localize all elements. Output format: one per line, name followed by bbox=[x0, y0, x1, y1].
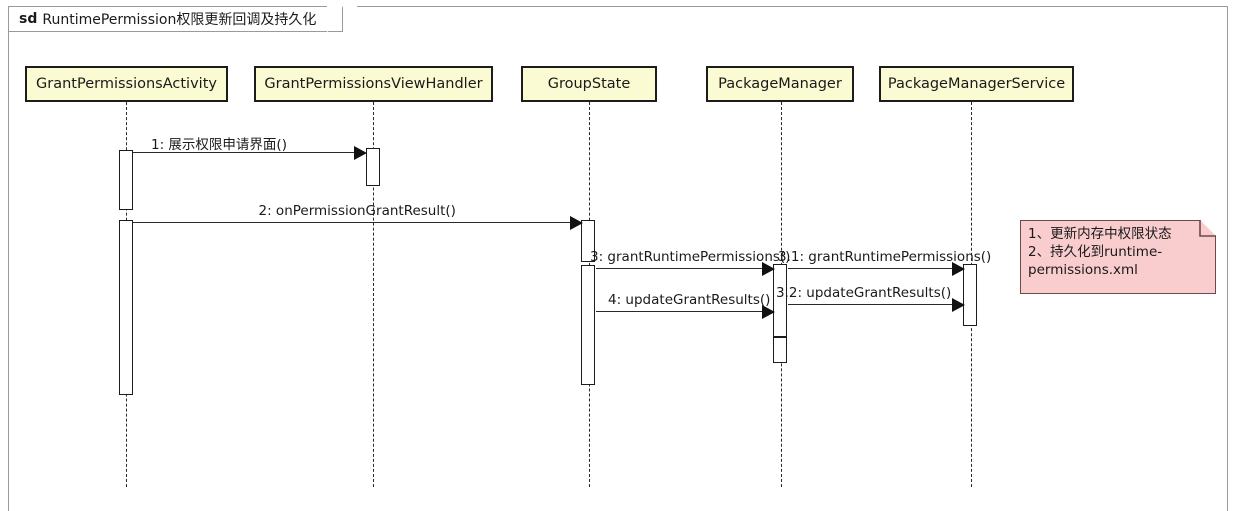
frame-top-border bbox=[357, 6, 1228, 7]
activation-bar-pm bbox=[773, 337, 787, 363]
activation-bar-groupstate bbox=[581, 220, 595, 262]
frame-label-corner-icon bbox=[327, 6, 344, 33]
message-label-1: 1: 展示权限申请界面() bbox=[151, 137, 287, 153]
message-label-2: 2: onPermissionGrantResult() bbox=[258, 203, 456, 219]
message-label-3.1: 3.1: grantRuntimePermissions() bbox=[778, 249, 992, 265]
message-label-3.2: 3.2: updateGrantResults() bbox=[776, 285, 952, 301]
message-line-3.1 bbox=[788, 268, 963, 269]
message-line-1 bbox=[133, 152, 365, 153]
message-arrowhead-1 bbox=[354, 145, 367, 160]
participant-label: GrantPermissionsViewHandler bbox=[264, 76, 483, 92]
message-line-3.2 bbox=[788, 304, 963, 305]
message-line-2 bbox=[133, 222, 581, 223]
participant-pm[interactable]: PackageManager bbox=[706, 66, 854, 102]
participant-label: GrantPermissionsActivity bbox=[36, 76, 217, 92]
note-fold-corner-icon bbox=[1200, 220, 1216, 236]
participant-pms[interactable]: PackageManagerService bbox=[879, 66, 1074, 102]
activation-bar-pm bbox=[773, 264, 787, 337]
frame-title: RuntimePermission权限更新回调及持久化 bbox=[42, 12, 317, 28]
message-arrowhead-3 bbox=[762, 261, 775, 276]
note-box: 1、更新内存中权限状态 2、持久化到runtime-permissions.xml bbox=[1020, 220, 1216, 294]
message-arrowhead-4 bbox=[762, 304, 775, 319]
message-arrowhead-2 bbox=[570, 215, 583, 230]
participant-label: GroupState bbox=[547, 76, 631, 92]
message-label-3: 3: grantRuntimePermissions() bbox=[590, 249, 791, 265]
note-line: permissions.xml bbox=[1028, 262, 1138, 278]
participant-viewhandler[interactable]: GrantPermissionsViewHandler bbox=[254, 66, 493, 102]
message-arrowhead-3.2 bbox=[952, 297, 965, 312]
activation-bar-viewhandler bbox=[366, 148, 380, 186]
message-line-3 bbox=[596, 268, 773, 269]
lifeline-viewhandler bbox=[373, 102, 374, 487]
diagram-frame-label: sd RuntimePermission权限更新回调及持久化 bbox=[8, 6, 344, 33]
message-line-4 bbox=[596, 311, 773, 312]
note-line: 1、更新内存中权限状态 bbox=[1028, 226, 1172, 242]
note-line: 2、持久化到runtime- bbox=[1028, 244, 1163, 260]
activation-bar-pms bbox=[963, 264, 977, 326]
activation-bar-activity bbox=[119, 220, 133, 395]
participant-label: PackageManager bbox=[718, 76, 842, 92]
participant-activity[interactable]: GrantPermissionsActivity bbox=[25, 66, 228, 102]
message-label-4: 4: updateGrantResults() bbox=[608, 292, 771, 308]
frame-keyword: sd bbox=[19, 11, 38, 27]
activation-bar-groupstate bbox=[581, 265, 595, 385]
participant-groupstate[interactable]: GroupState bbox=[521, 66, 657, 102]
diagram-frame bbox=[8, 6, 1228, 511]
activation-bar-activity bbox=[119, 150, 133, 210]
message-arrowhead-3.1 bbox=[952, 261, 965, 276]
participant-label: PackageManagerService bbox=[887, 76, 1066, 92]
